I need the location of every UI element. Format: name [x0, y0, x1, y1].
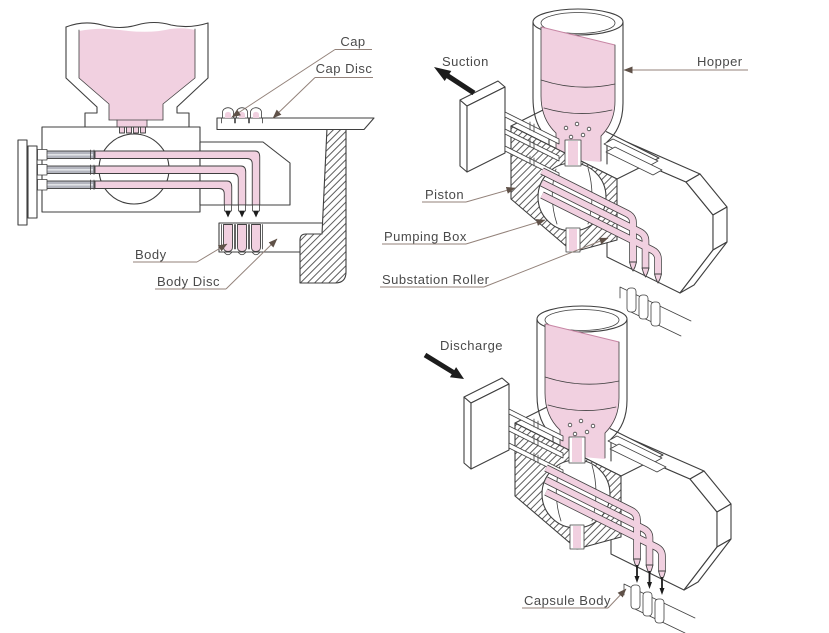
leader-body — [196, 243, 228, 263]
feed-ports — [119, 126, 146, 134]
label-body-disc: Body Disc — [157, 274, 220, 289]
drive-plate — [17, 139, 48, 226]
capsule-body-in-disc — [235, 224, 249, 256]
leader-capsule-body — [607, 588, 627, 609]
leader-cap-disc — [272, 77, 316, 119]
label-cap: Cap — [340, 34, 365, 49]
suction-arrow-icon — [434, 67, 476, 96]
label-capsule-body: Capsule Body — [524, 593, 611, 608]
annotations: Cap Cap Disc Body Body Disc Suction Hopp… — [133, 34, 748, 609]
label-piston: Piston — [425, 187, 464, 202]
neck-powder-fill — [109, 104, 163, 120]
left-section-view — [17, 21, 375, 284]
funnel-powder-fill — [79, 78, 195, 104]
powder-channel-vertical — [564, 139, 582, 253]
powder-tubes — [540, 167, 662, 274]
label-hopper: Hopper — [697, 54, 743, 69]
capsules-below — [626, 287, 661, 327]
label-suction: Suction — [442, 54, 489, 69]
powder-dots — [563, 121, 592, 140]
cap-disc-assembly — [216, 107, 375, 131]
leader-body-disc — [225, 238, 278, 290]
subneck-powder-fill — [117, 120, 147, 127]
label-discharge: Discharge — [440, 338, 503, 353]
piston-rod — [43, 149, 96, 160]
hopper-powder-fill — [79, 28, 195, 78]
piston-rod — [43, 179, 96, 190]
cap-in-disc — [249, 107, 263, 124]
hopper-outline — [65, 21, 209, 128]
leader-substation-roller — [483, 237, 609, 288]
leader-cap — [231, 49, 336, 118]
discharge-capsule-arrows — [634, 565, 665, 595]
leader-piston — [465, 186, 516, 203]
label-body: Body — [135, 247, 167, 262]
drive-plate-iso — [459, 80, 506, 173]
iso-machine-suction — [459, 8, 728, 337]
section-wall — [299, 127, 347, 284]
capsule-body-in-disc — [249, 224, 263, 256]
hopper-iso — [532, 8, 624, 165]
fill-nozzles-iso — [629, 261, 662, 284]
label-pumping-box: Pumping Box — [384, 229, 467, 244]
piston-rod — [43, 164, 96, 175]
piston-rods — [43, 149, 96, 190]
discharge-arrow-icon — [423, 352, 464, 379]
leader-pumping-box — [465, 219, 546, 245]
label-cap-disc: Cap Disc — [316, 61, 373, 76]
mounting-steps — [603, 138, 663, 176]
fill-nozzles — [224, 204, 260, 218]
iso-machine-discharge — [464, 306, 731, 633]
cap-in-disc — [221, 107, 235, 124]
label-substation-roller: Substation Roller — [382, 272, 490, 287]
